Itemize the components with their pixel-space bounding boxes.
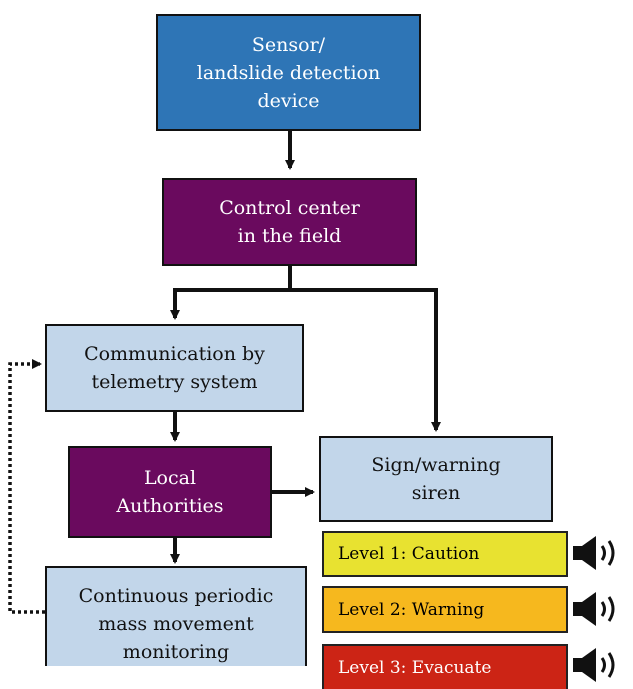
local-authorities-box: Local Authorities [68,446,272,538]
communication-box: Communication by telemetry system [45,324,304,412]
level-caution: Level 1: Caution [322,531,568,577]
speaker-icon [573,592,615,626]
level-evacuate: Level 3: Evacuate [322,644,568,689]
level-warning: Level 2: Warning [322,586,568,633]
siren-box: Sign/warning siren [319,436,553,522]
arrow-control-to-siren [290,288,441,432]
sensor-box: Sensor/ landslide detection device [156,14,421,131]
feedback-dotted-arrow [8,359,45,614]
control-center-box: Control center in the field [162,178,417,266]
speaker-icon [573,536,615,570]
arrow-control-to-communication [170,265,292,320]
monitoring-box: Continuous periodic mass movement monito… [45,566,307,666]
speaker-icon [573,648,615,682]
